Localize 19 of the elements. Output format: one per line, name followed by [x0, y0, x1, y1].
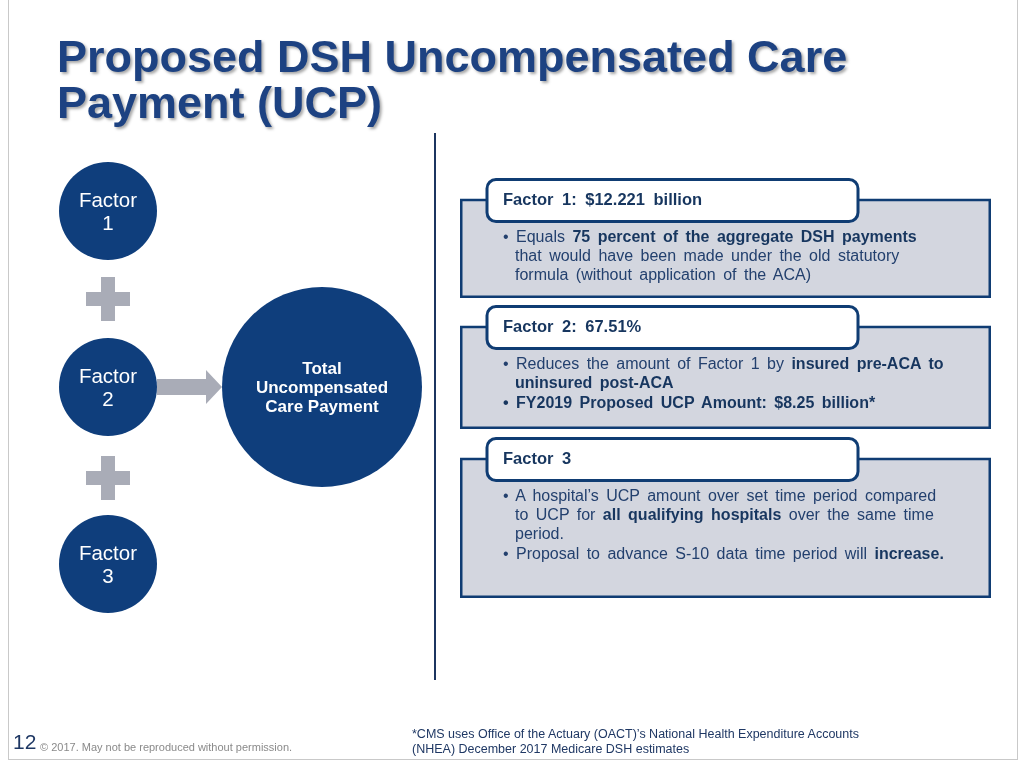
- slide-title: Proposed DSH Uncompensated Care Payment (UCP): [57, 34, 849, 126]
- circle-label: Factor 1: [77, 188, 139, 234]
- card-heading: Factor 3: [503, 448, 572, 468]
- bullet-text: • Equals 75 percent of the aggregate DSH payments that would have been made under the old statutory formula (without application of the ACA): [503, 227, 918, 284]
- bullet-text: • A hospital’s UCP amount over set time period compared to UCP for all qualifying hospitals over the same time period.: [503, 486, 938, 543]
- bullet-text: • Reduces the amount of Factor 1 by insured pre-ACA to uninsured post-ACA: [503, 354, 945, 392]
- footnote: *CMS uses Office of the Actuary (OACT)’s National Health Expenditure Accounts (NHEA) December 2017 Medicare DSH estimates: [412, 727, 860, 757]
- card-heading: Factor 1: $12.221 billion: [503, 189, 703, 209]
- bullet-text: • Proposal to advance S-10 data time period will increase.: [503, 544, 945, 563]
- factor-card: [460, 437, 991, 598]
- circle-label: Total Uncompensated Care Payment: [254, 358, 390, 416]
- card-heading: Factor 2: 67.51%: [503, 316, 642, 336]
- circle-label: Factor 3: [77, 541, 139, 587]
- copyright-notice: © 2017. May not be reproduced without permission.: [40, 741, 293, 754]
- slide-number: 12: [13, 730, 37, 754]
- bullet-text: • FY2019 Proposed UCP Amount: $8.25 billion*: [503, 393, 877, 412]
- factor-card: [460, 305, 991, 429]
- circle-label: Factor 2: [77, 364, 139, 410]
- factor-card: [460, 178, 991, 298]
